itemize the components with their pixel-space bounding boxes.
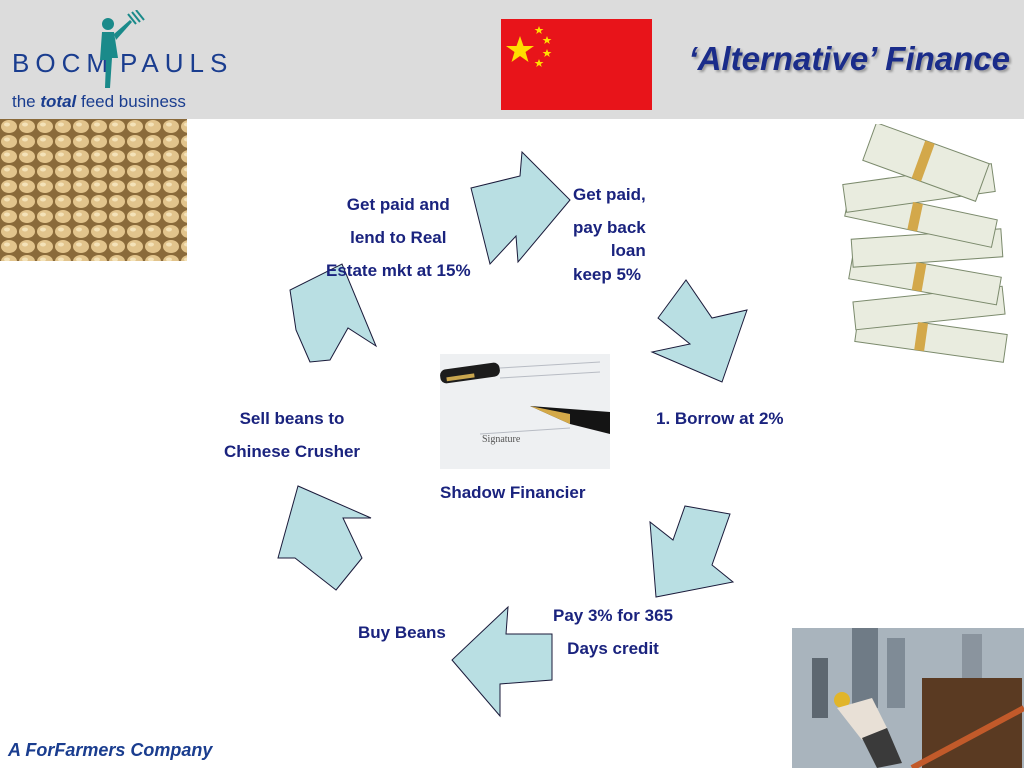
- cycle-arrow-5: [277, 485, 372, 591]
- logo-text-right: PAULS: [120, 48, 234, 78]
- china-flag: [501, 19, 652, 110]
- bocm-pauls-logo: BOCM PAULS the total feed business: [8, 8, 227, 118]
- logo-text-left: BOCM: [12, 48, 114, 78]
- soybeans-photo: [0, 119, 187, 261]
- logo-tagline: the total feed business: [12, 92, 186, 111]
- pen-signature-photo: Signature: [440, 354, 610, 469]
- step-sell-beans: Sell beans to Chinese Crusher: [224, 409, 361, 461]
- step-borrow: 1. Borrow at 2%: [656, 409, 784, 428]
- step-pay-credit: Pay 3% for 365 Days credit: [553, 606, 674, 658]
- center-label: Shadow Financier: [440, 483, 586, 502]
- construction-worker-photo: [792, 628, 1024, 768]
- cycle-arrow-2: [650, 279, 748, 383]
- step-buy-beans: Buy Beans: [358, 623, 446, 642]
- step-lend-real-estate: Get paid and lend to Real Estate mkt at …: [326, 195, 471, 280]
- svg-text:Signature: Signature: [482, 434, 521, 445]
- cycle-arrow-4: [451, 605, 553, 718]
- company-footer: A ForFarmers Company: [8, 740, 213, 760]
- cycle-arrow-3: [649, 505, 735, 598]
- step-get-paid-pay-back: Get paid, pay back loan keep 5%: [573, 185, 646, 284]
- cycle-arrow-1: [470, 150, 571, 266]
- page-title: ‘Alternative’ Finance: [688, 40, 1010, 77]
- money-stack-photo: [842, 124, 1008, 363]
- cycle-arrow-6: [289, 263, 378, 363]
- farmer-figure-icon: [100, 10, 145, 88]
